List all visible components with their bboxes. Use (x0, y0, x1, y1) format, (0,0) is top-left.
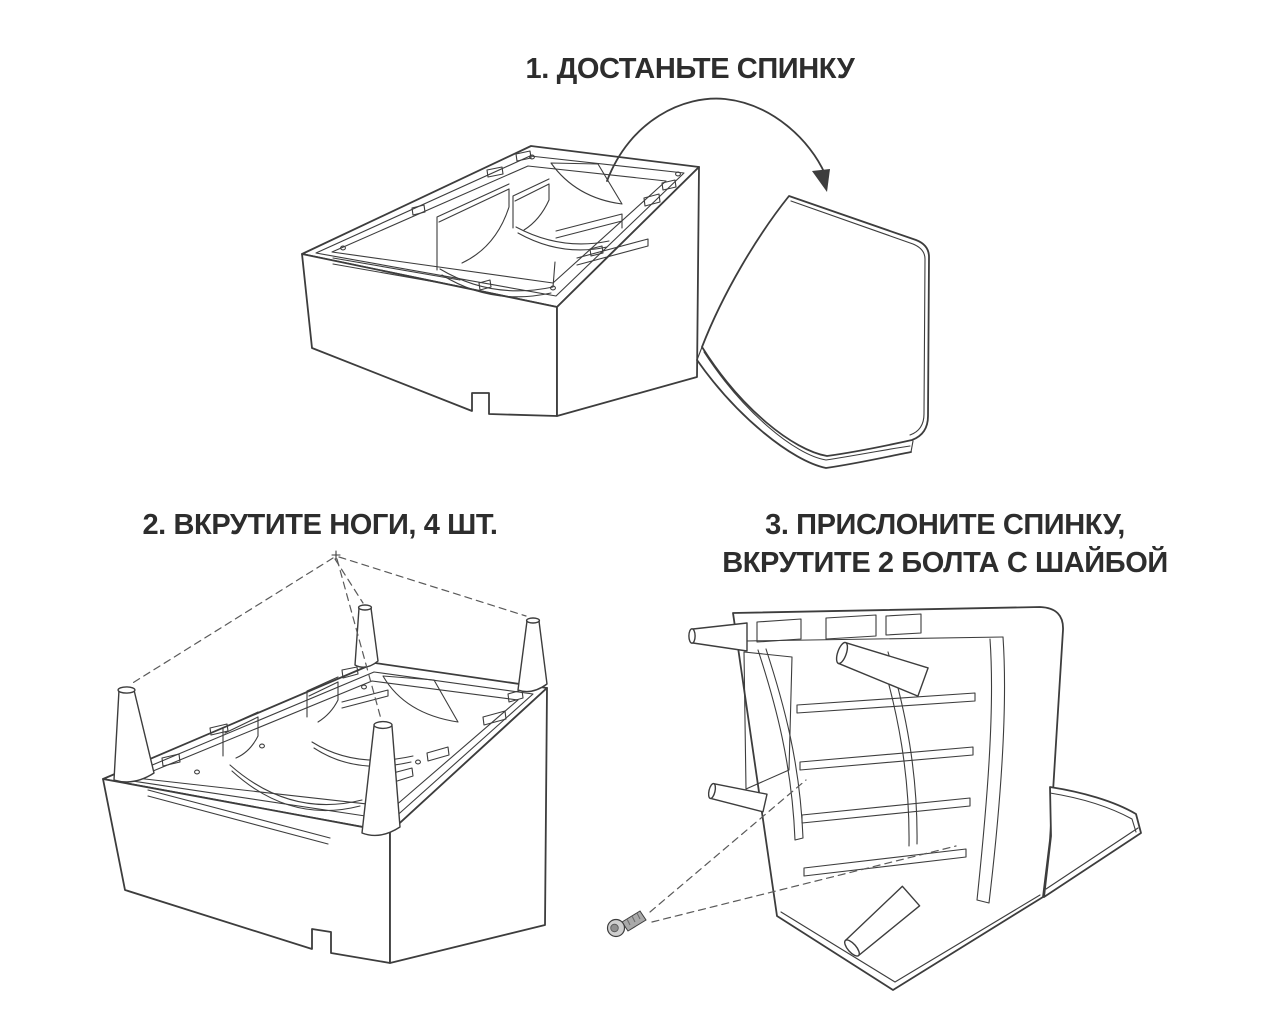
sofa-frame-tilted (732, 606, 1064, 991)
sofa-legs (113, 604, 548, 837)
backrest-leaning (1043, 786, 1142, 898)
leg-back (354, 604, 379, 668)
step-1-illustration (280, 88, 940, 480)
screw-holes (340, 154, 681, 291)
leg-bottom (844, 885, 921, 957)
leg-mid-left (707, 782, 768, 813)
sofa-legs (688, 622, 929, 957)
step-3-title: 3. ПРИСЛОНИТЕ СПИНКУ, ВКРУТИТЕ 2 БОЛТА С… (645, 506, 1245, 582)
screw-holes (194, 684, 421, 775)
step-1-title-line: 1. ДОСТАНЬТЕ СПИНКУ (525, 53, 855, 85)
step-1-title: 1. ДОСТАНЬТЕ СПИНКУ (340, 50, 1040, 88)
leg-top-left (688, 622, 748, 652)
sofa-base-frame (301, 145, 700, 417)
leg-front (361, 720, 401, 837)
step-3-illustration (595, 585, 1155, 995)
step-1-drawing (301, 97, 930, 469)
step-2-illustration (85, 545, 565, 995)
step-3-title-line-1: 3. ПРИСЛОНИТЕ СПИНКУ, (765, 509, 1125, 541)
step-2-title-line: 2. ВКРУТИТЕ НОГИ, 4 ШТ. (142, 509, 498, 541)
dashed-guide-lines (130, 550, 527, 720)
backrest-cushion (696, 195, 930, 469)
leg-left (113, 686, 155, 783)
rotation-arrow-icon (606, 97, 830, 192)
sofa-base-upside-down (102, 662, 548, 964)
step-2-title: 2. ВКРУТИТЕ НОГИ, 4 ШТ. (20, 506, 620, 544)
leg-right (517, 617, 548, 693)
step-2-drawing (102, 550, 548, 964)
bolt-with-washer-icon (606, 910, 647, 938)
leg-upper-middle (835, 641, 929, 697)
dashed-guide-lines (649, 779, 957, 923)
step-3-drawing (606, 606, 1142, 991)
step-3-title-line-2: ВКРУТИТЕ 2 БОЛТА С ШАЙБОЙ (722, 547, 1168, 579)
